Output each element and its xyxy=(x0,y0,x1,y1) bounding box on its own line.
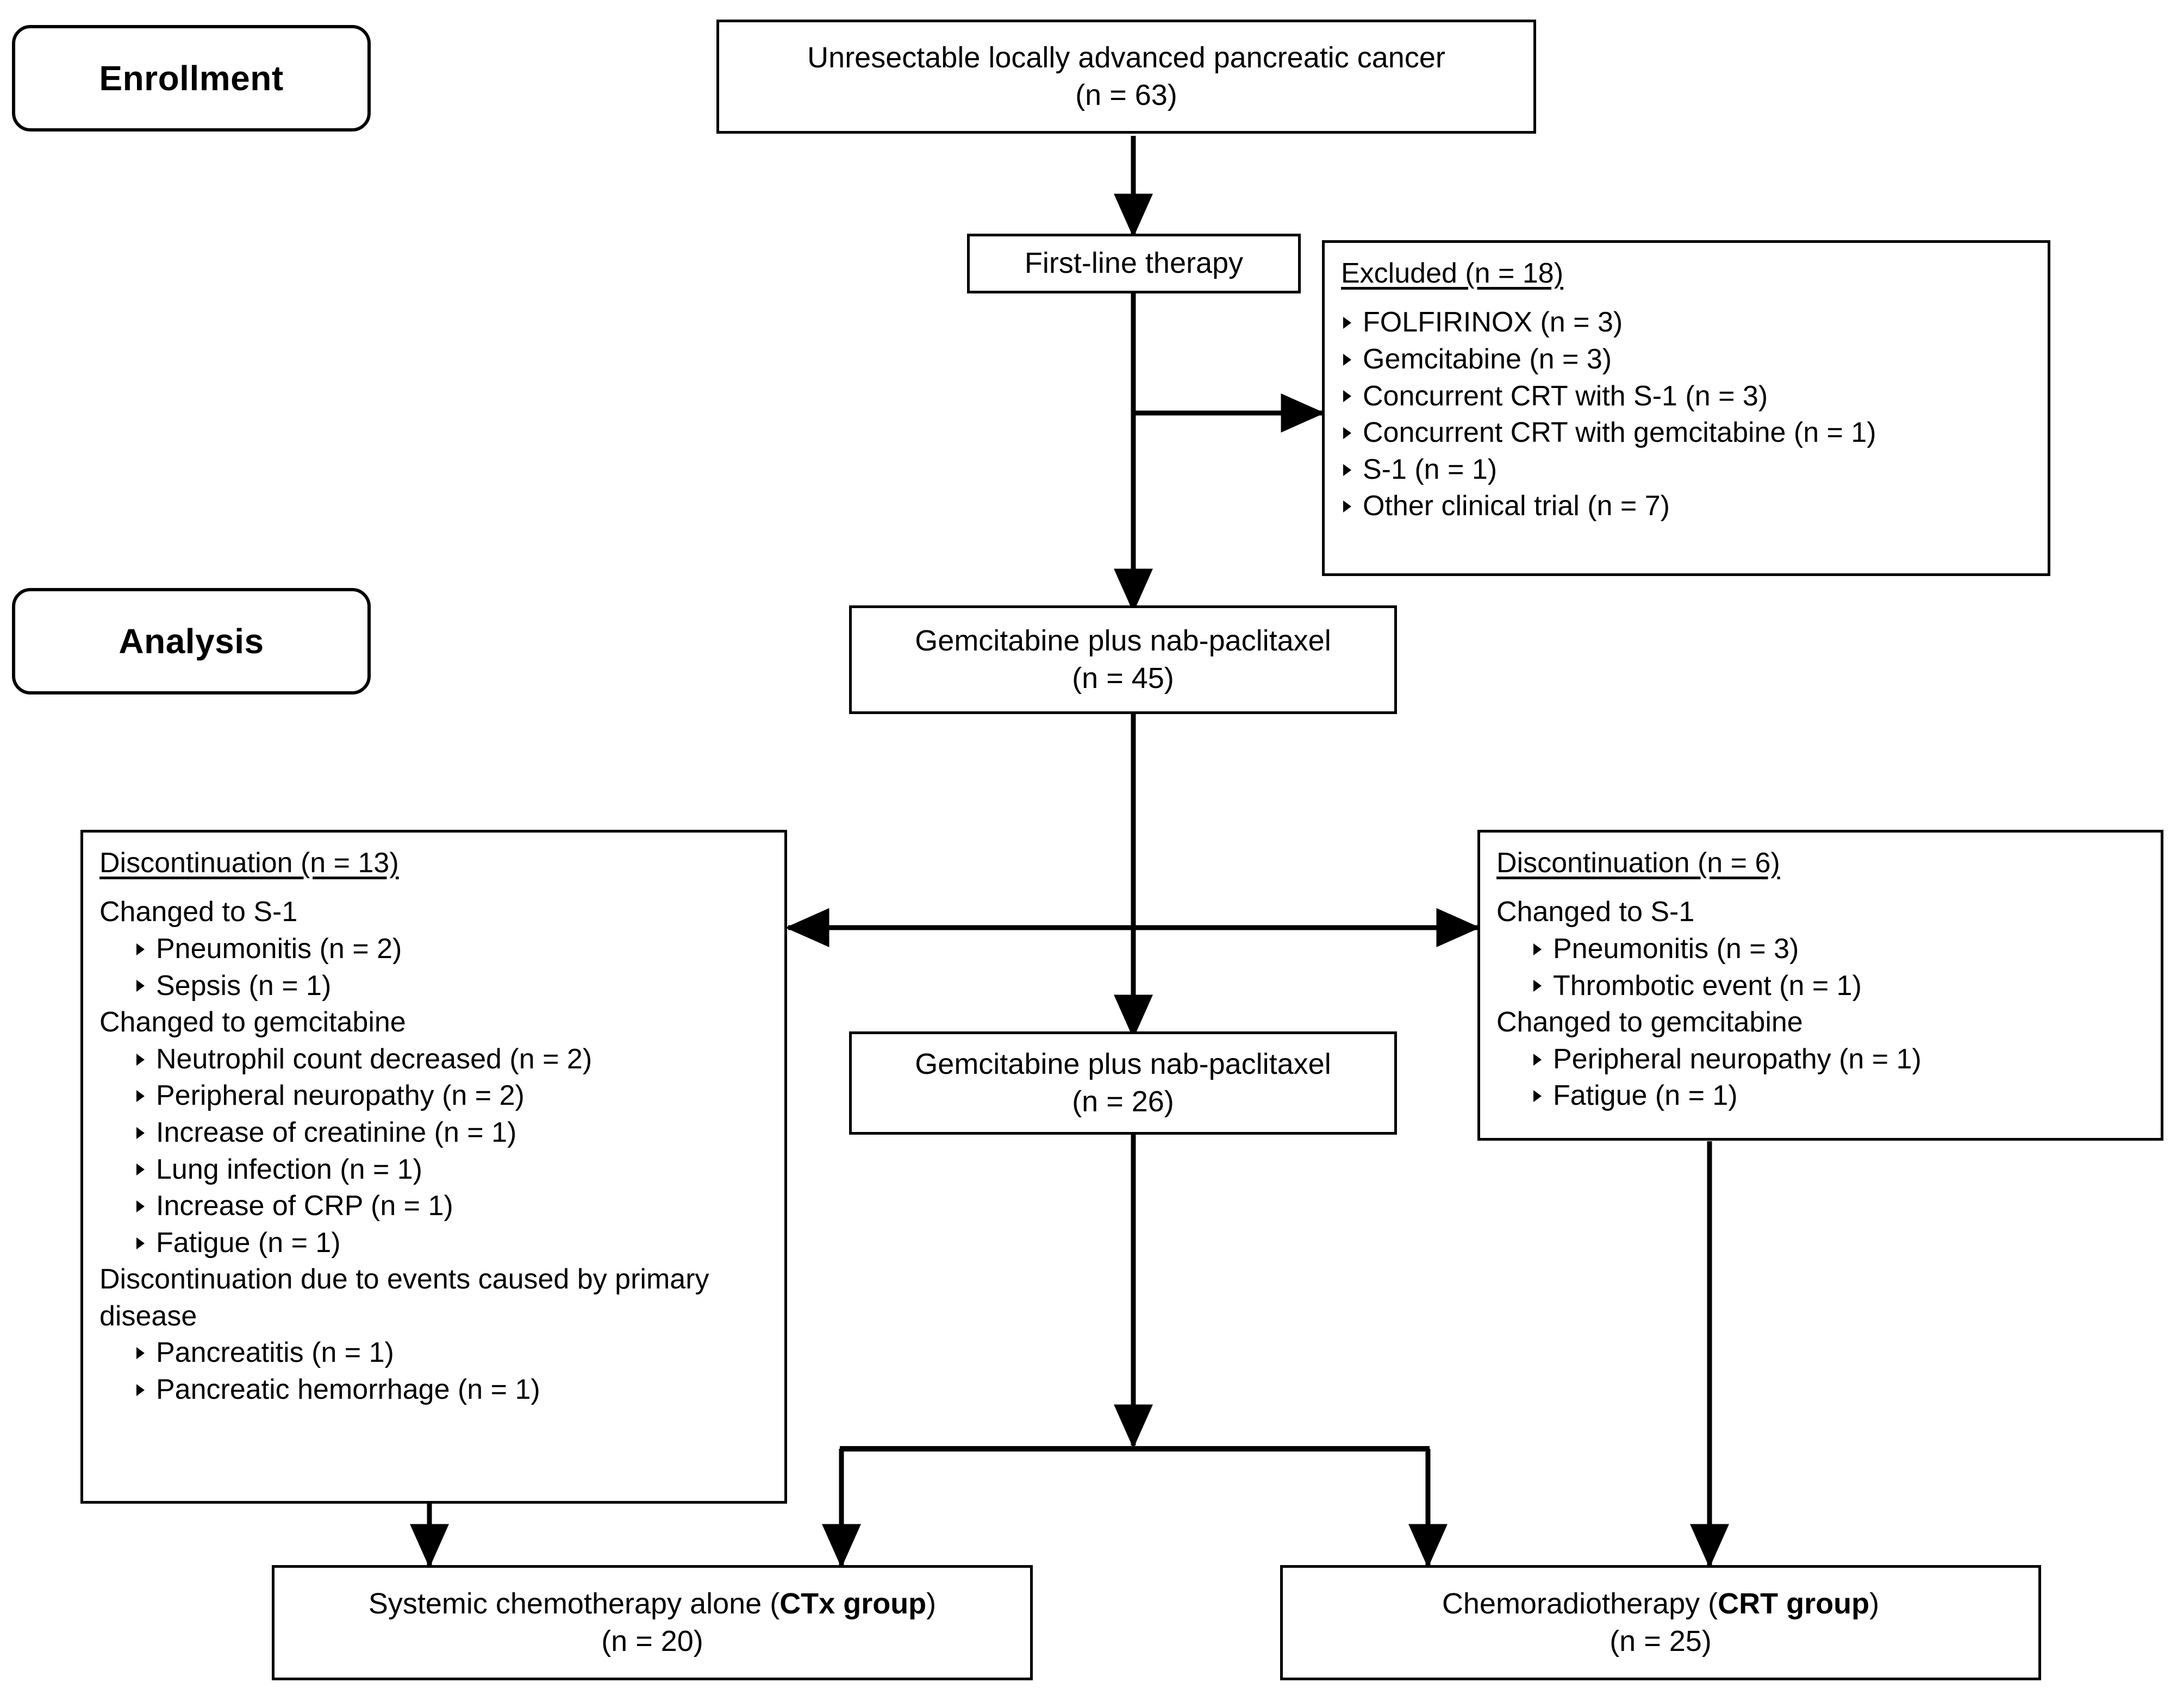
bullet-triangle-icon xyxy=(1533,1053,1542,1066)
list-item: Sepsis (n = 1) xyxy=(134,968,771,1005)
list-item: Neutrophil count decreased (n = 2) xyxy=(134,1041,771,1078)
group-list: Pneumonitis (n = 2) Sepsis (n = 1) xyxy=(99,931,771,1004)
node-crt-group-suffix: ) xyxy=(1869,1587,1880,1620)
node-source-line1: Unresectable locally advanced pancreatic… xyxy=(807,41,1445,74)
node-discontinuation-right-title: Discontinuation (n = 6) xyxy=(1496,847,1780,879)
node-crt-group-emphasis: CRT group xyxy=(1718,1587,1870,1620)
bullet-triangle-icon xyxy=(136,1163,145,1176)
node-crt-group-line1: Chemoradiotherapy (CRT group) xyxy=(1442,1585,1879,1623)
node-discontinuation-left-title: Discontinuation (n = 13) xyxy=(99,847,399,879)
bullet-triangle-icon xyxy=(136,1347,145,1360)
list-item: Peripheral neuropathy (n = 1) xyxy=(1531,1041,2148,1078)
node-crt-group: Chemoradiotherapy (CRT group) (n = 25) xyxy=(1280,1565,2041,1680)
group-heading: Changed to S-1 xyxy=(1496,896,1695,928)
node-source-line2: (n = 63) xyxy=(1075,79,1177,111)
bullet-triangle-icon xyxy=(1343,353,1351,366)
group-list: Neutrophil count decreased (n = 2) Perip… xyxy=(99,1041,771,1262)
list-item: Fatigue (n = 1) xyxy=(1531,1078,2148,1115)
node-source: Unresectable locally advanced pancreatic… xyxy=(716,20,1536,134)
stage-label-analysis-text: Analysis xyxy=(118,621,264,661)
list-item: Concurrent CRT with S-1 (n = 3) xyxy=(1341,378,2035,415)
node-ctx-group-prefix: Systemic chemotherapy alone ( xyxy=(368,1587,780,1620)
stage-label-enrollment-text: Enrollment xyxy=(99,58,284,98)
stage-label-analysis: Analysis xyxy=(12,588,371,695)
node-first-line-therapy: First-line therapy xyxy=(967,234,1301,293)
bullet-triangle-icon xyxy=(1533,943,1542,955)
list-item: Pancreatitis (n = 1) xyxy=(134,1335,771,1372)
bullet-triangle-icon xyxy=(136,1053,145,1066)
list-item: Other clinical trial (n = 7) xyxy=(1341,488,2035,525)
bullet-triangle-icon xyxy=(1343,390,1351,403)
node-ctx-group-line1: Systemic chemotherapy alone (CTx group) xyxy=(369,1585,936,1623)
list-item: Pneumonitis (n = 3) xyxy=(1531,931,2148,968)
node-ctx-group-suffix: ) xyxy=(926,1587,937,1620)
bullet-triangle-icon xyxy=(1343,317,1351,329)
list-item: S-1 (n = 1) xyxy=(1341,452,2035,489)
node-ctx-group-emphasis: CTx group xyxy=(779,1587,927,1620)
node-cohort-45-line2: (n = 45) xyxy=(1072,662,1174,695)
list-item: Lung infection (n = 1) xyxy=(134,1152,771,1188)
node-excluded-title: Excluded (n = 18) xyxy=(1341,258,1564,289)
bullet-triangle-icon xyxy=(1343,464,1351,476)
node-discontinuation-right: Discontinuation (n = 6) Changed to S-1 P… xyxy=(1477,830,2163,1141)
list-item: Peripheral neuropathy (n = 2) xyxy=(134,1078,771,1115)
group-heading: Changed to gemcitabine xyxy=(1496,1006,1803,1038)
bullet-triangle-icon xyxy=(136,1237,145,1249)
bullet-triangle-icon xyxy=(1343,500,1351,513)
group-list: Pneumonitis (n = 3) Thrombotic event (n … xyxy=(1496,931,2148,1004)
node-first-line-therapy-label: First-line therapy xyxy=(1024,247,1244,280)
list-item: Gemcitabine (n = 3) xyxy=(1341,341,2035,378)
list-item: Thrombotic event (n = 1) xyxy=(1531,968,2148,1005)
list-item: Pancreatic hemorrhage (n = 1) xyxy=(134,1372,771,1409)
node-cohort-45-line1: Gemcitabine plus nab-paclitaxel xyxy=(915,624,1331,657)
node-excluded-list: FOLFIRINOX (n = 3) Gemcitabine (n = 3) C… xyxy=(1341,304,2035,525)
list-item: Pneumonitis (n = 2) xyxy=(134,931,771,968)
bullet-triangle-icon xyxy=(136,1090,145,1103)
node-cohort-26-line2: (n = 26) xyxy=(1072,1085,1174,1118)
bullet-triangle-icon xyxy=(136,943,145,955)
node-crt-group-prefix: Chemoradiotherapy ( xyxy=(1442,1587,1718,1620)
bullet-triangle-icon xyxy=(136,980,145,992)
node-crt-group-line2: (n = 25) xyxy=(1610,1625,1712,1657)
list-item: Increase of creatinine (n = 1) xyxy=(134,1115,771,1152)
bullet-triangle-icon xyxy=(1343,427,1351,439)
group-list: Pancreatitis (n = 1) Pancreatic hemorrha… xyxy=(99,1335,771,1408)
bullet-triangle-icon xyxy=(136,1200,145,1212)
group-heading: Changed to S-1 xyxy=(99,896,298,928)
node-cohort-26-line1: Gemcitabine plus nab-paclitaxel xyxy=(915,1047,1331,1080)
stage-label-enrollment: Enrollment xyxy=(12,25,371,132)
bullet-triangle-icon xyxy=(136,1127,145,1139)
node-cohort-45: Gemcitabine plus nab-paclitaxel (n = 45) xyxy=(849,605,1397,714)
group-heading: Discontinuation due to events caused by … xyxy=(99,1263,709,1332)
node-cohort-26: Gemcitabine plus nab-paclitaxel (n = 26) xyxy=(849,1031,1397,1135)
bullet-triangle-icon xyxy=(1533,1090,1542,1103)
list-item: Increase of CRP (n = 1) xyxy=(134,1188,771,1225)
bullet-triangle-icon xyxy=(1533,980,1542,992)
group-list: Peripheral neuropathy (n = 1) Fatigue (n… xyxy=(1496,1041,2148,1115)
bullet-triangle-icon xyxy=(136,1384,145,1396)
node-discontinuation-left: Discontinuation (n = 13) Changed to S-1 … xyxy=(80,830,787,1504)
list-item: Concurrent CRT with gemcitabine (n = 1) xyxy=(1341,415,2035,452)
list-item: FOLFIRINOX (n = 3) xyxy=(1341,304,2035,341)
group-heading: Changed to gemcitabine xyxy=(99,1006,406,1038)
list-item: Fatigue (n = 1) xyxy=(134,1225,771,1262)
node-ctx-group: Systemic chemotherapy alone (CTx group) … xyxy=(272,1565,1033,1680)
node-ctx-group-line2: (n = 20) xyxy=(601,1625,703,1657)
node-excluded: Excluded (n = 18) FOLFIRINOX (n = 3) Gem… xyxy=(1322,240,2050,576)
